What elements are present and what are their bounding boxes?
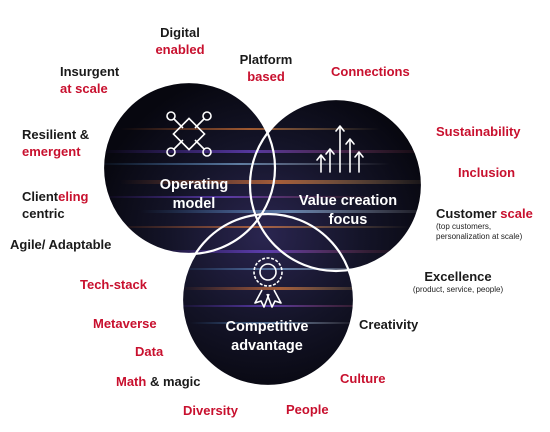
drone-icon <box>166 111 212 157</box>
customer-scale-part2: scale <box>500 206 533 221</box>
label-data: Data <box>135 344 164 359</box>
label-customer-scale: Customer scale (top customers, personali… <box>436 205 533 242</box>
insurgent-line2: at scale <box>60 81 108 96</box>
label-sustainability: Sustainability <box>436 124 521 139</box>
competitive-advantage-title: Competitive advantage <box>206 318 328 356</box>
value-creation-title-line2: focus <box>328 212 368 228</box>
label-insurgent-at-scale: Insurgent at scale <box>60 63 119 97</box>
label-resilient-emergent: Resilient & emergent <box>22 126 89 160</box>
digital-enabled-line2: enabled <box>155 42 205 57</box>
value-creation-title-line1: Value creation <box>298 193 398 209</box>
math-part2: & magic <box>146 374 201 389</box>
label-platform-based: Platform based <box>233 51 299 85</box>
label-connections: Connections <box>331 64 410 79</box>
label-creativity: Creativity <box>359 317 419 332</box>
competitive-advantage-title-line1: Competitive <box>225 319 309 335</box>
label-diversity: Diversity <box>183 403 238 418</box>
resilient-line1: Resilient & <box>22 127 90 142</box>
value-creation-title: Value creation focus <box>283 192 413 230</box>
operating-model-circle <box>101 80 277 256</box>
award-ribbon-icon <box>253 257 283 308</box>
excellence-line1: Excellence <box>424 269 492 284</box>
label-digital-enabled: Digital enabled <box>150 24 210 58</box>
rising-arrows-icon <box>316 125 364 173</box>
customer-scale-part1: Customer <box>436 206 501 221</box>
label-excellence: Excellence (product, service, people) <box>372 268 544 295</box>
clienteling-part1: Client <box>22 189 59 204</box>
customer-scale-sub2: personalization at scale) <box>436 232 523 241</box>
platform-based-line2: based <box>247 69 285 84</box>
clienteling-line1: Clienteling <box>22 188 88 205</box>
competitive-advantage-circle <box>180 212 356 388</box>
insurgent-line1: Insurgent <box>60 64 120 79</box>
label-culture: Culture <box>340 371 386 386</box>
competitive-advantage-title-line2: advantage <box>231 338 303 354</box>
label-tech-stack: Tech-stack <box>80 277 147 292</box>
operating-model-title-line1: Operating <box>159 177 229 193</box>
label-metaverse: Metaverse <box>93 316 157 331</box>
customer-scale-sub1: (top customers, <box>436 222 492 231</box>
customer-scale-line1: Customer scale <box>436 205 533 222</box>
operating-model-title-line2: model <box>172 196 216 212</box>
value-creation-circle <box>248 97 424 273</box>
excellence-sub: (product, service, people) <box>412 285 504 294</box>
clienteling-line2: centric <box>22 206 65 221</box>
label-clienteling-centric: Clienteling centric <box>22 188 88 222</box>
clienteling-part2: eling <box>58 189 89 204</box>
operating-model-title: Operating model <box>139 176 249 214</box>
label-agile-adaptable: Agile/ Adaptable <box>10 237 112 252</box>
platform-based-line1: Platform <box>239 52 293 67</box>
resilient-line2: emergent <box>22 144 81 159</box>
math-part1: Math <box>116 374 147 389</box>
label-math-magic: Math & magic <box>116 373 201 390</box>
label-people: People <box>286 402 329 417</box>
digital-enabled-line1: Digital <box>160 25 200 40</box>
label-inclusion: Inclusion <box>458 165 516 180</box>
